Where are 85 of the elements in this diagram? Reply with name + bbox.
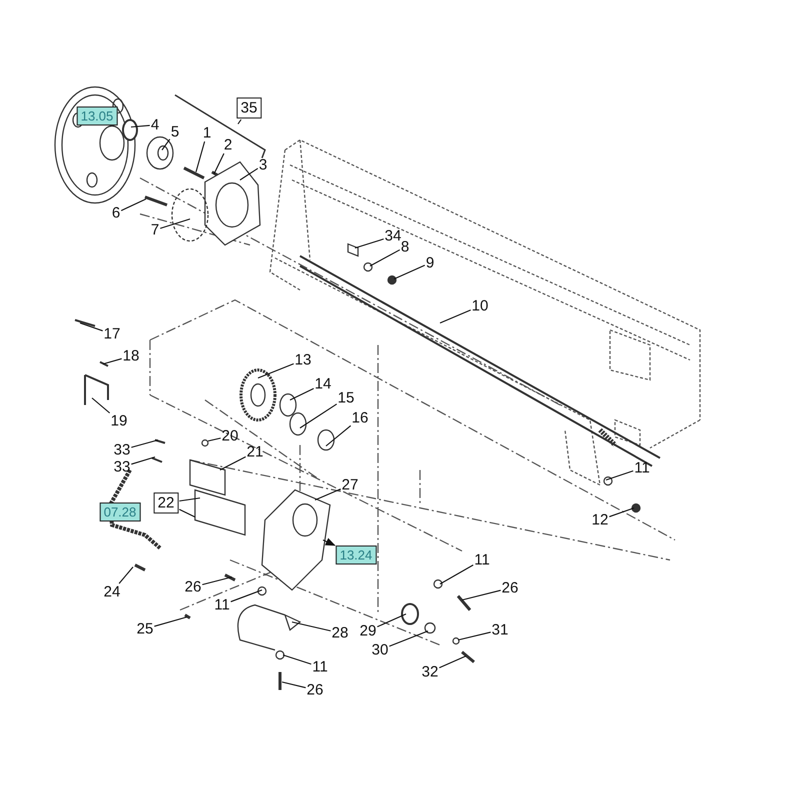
leader-line xyxy=(92,398,110,414)
page-reference: 07.28 xyxy=(100,502,140,522)
leader-line xyxy=(220,456,246,470)
arrow xyxy=(322,538,336,546)
leader-line xyxy=(160,218,190,229)
callout-number: 32 xyxy=(422,664,438,680)
callout-number: 14 xyxy=(314,376,332,392)
leader-line xyxy=(440,564,474,584)
callout-number: 26 xyxy=(502,580,518,596)
leader-line xyxy=(80,322,103,332)
leader-line xyxy=(440,310,471,324)
callout-number: 34 xyxy=(384,228,402,244)
callout-number: 11 xyxy=(634,460,650,476)
callout-number: 9 xyxy=(426,256,434,270)
callout-number: 26 xyxy=(306,682,324,698)
callout-number: 4 xyxy=(150,118,160,132)
leader-line xyxy=(458,632,491,641)
callout-number: 5 xyxy=(170,124,180,140)
leader-line xyxy=(300,404,337,428)
callout-number: 11 xyxy=(474,552,490,568)
leader-line xyxy=(131,439,158,448)
leader-line xyxy=(326,425,352,446)
leader-line xyxy=(179,508,196,518)
callout-number: 18 xyxy=(122,348,140,364)
callout-number: 1 xyxy=(202,126,212,140)
callout-number: 3 xyxy=(258,158,268,172)
leader-line xyxy=(606,470,634,481)
leader-line xyxy=(292,621,331,632)
callout-number: 30 xyxy=(372,642,388,658)
leader-line xyxy=(195,141,206,172)
leader-line xyxy=(282,654,312,665)
leader-line xyxy=(462,590,501,601)
page-reference: 13.05 xyxy=(76,106,118,126)
page-reference: 13.24 xyxy=(336,546,376,564)
leader-line xyxy=(394,264,426,280)
leader-line xyxy=(258,363,294,379)
callout-number: 22 xyxy=(154,492,178,514)
leader-line xyxy=(609,507,634,518)
leader-line xyxy=(202,576,232,586)
callout-number: 19 xyxy=(110,414,128,428)
leader-line xyxy=(354,238,384,249)
callout-number: 6 xyxy=(112,206,120,220)
callout-number: 33 xyxy=(114,442,130,458)
callout-number: 25 xyxy=(136,622,154,636)
callout-number: 21 xyxy=(246,444,264,460)
leader-line xyxy=(179,497,200,502)
leader-line xyxy=(314,488,341,500)
callout-number: 31 xyxy=(492,622,508,638)
callout-number: 11 xyxy=(312,660,328,674)
callout-number: 7 xyxy=(150,222,160,238)
leader-line xyxy=(240,168,258,180)
callout-number: 17 xyxy=(104,326,120,342)
leader-line xyxy=(120,198,146,212)
callout-number: 13 xyxy=(294,352,312,368)
callout-number: 12 xyxy=(592,512,608,528)
leader-line xyxy=(118,566,134,584)
leader-line xyxy=(131,456,156,465)
leader-line xyxy=(290,388,314,400)
callout-number: 8 xyxy=(400,240,410,254)
leader-line xyxy=(130,124,150,128)
callout-number: 2 xyxy=(224,138,232,152)
leader-line xyxy=(370,249,400,266)
leader-line xyxy=(162,138,170,150)
leader-line xyxy=(389,630,428,647)
callout-number: 10 xyxy=(472,298,488,314)
callout-number: 33 xyxy=(114,460,130,474)
callout-number: 16 xyxy=(352,410,368,426)
callout-number: 11 xyxy=(214,598,230,612)
callout-number: 26 xyxy=(184,580,202,594)
leader-line xyxy=(282,681,306,688)
leader-line xyxy=(102,358,122,365)
callout-number: 29 xyxy=(360,624,376,638)
leader-line xyxy=(377,614,406,628)
callout-number: 27 xyxy=(342,478,358,492)
callout-number: 28 xyxy=(332,626,348,640)
leader-line xyxy=(154,616,188,627)
leader-line xyxy=(214,153,224,174)
leader-line xyxy=(439,656,466,668)
leader-line xyxy=(230,589,262,602)
callout-number: 24 xyxy=(104,584,120,600)
leader-line xyxy=(238,119,242,124)
callout-number: 15 xyxy=(338,390,354,406)
callout-number: 35 xyxy=(236,98,262,118)
callout-number: 20 xyxy=(222,428,238,444)
leader-line xyxy=(208,438,221,442)
